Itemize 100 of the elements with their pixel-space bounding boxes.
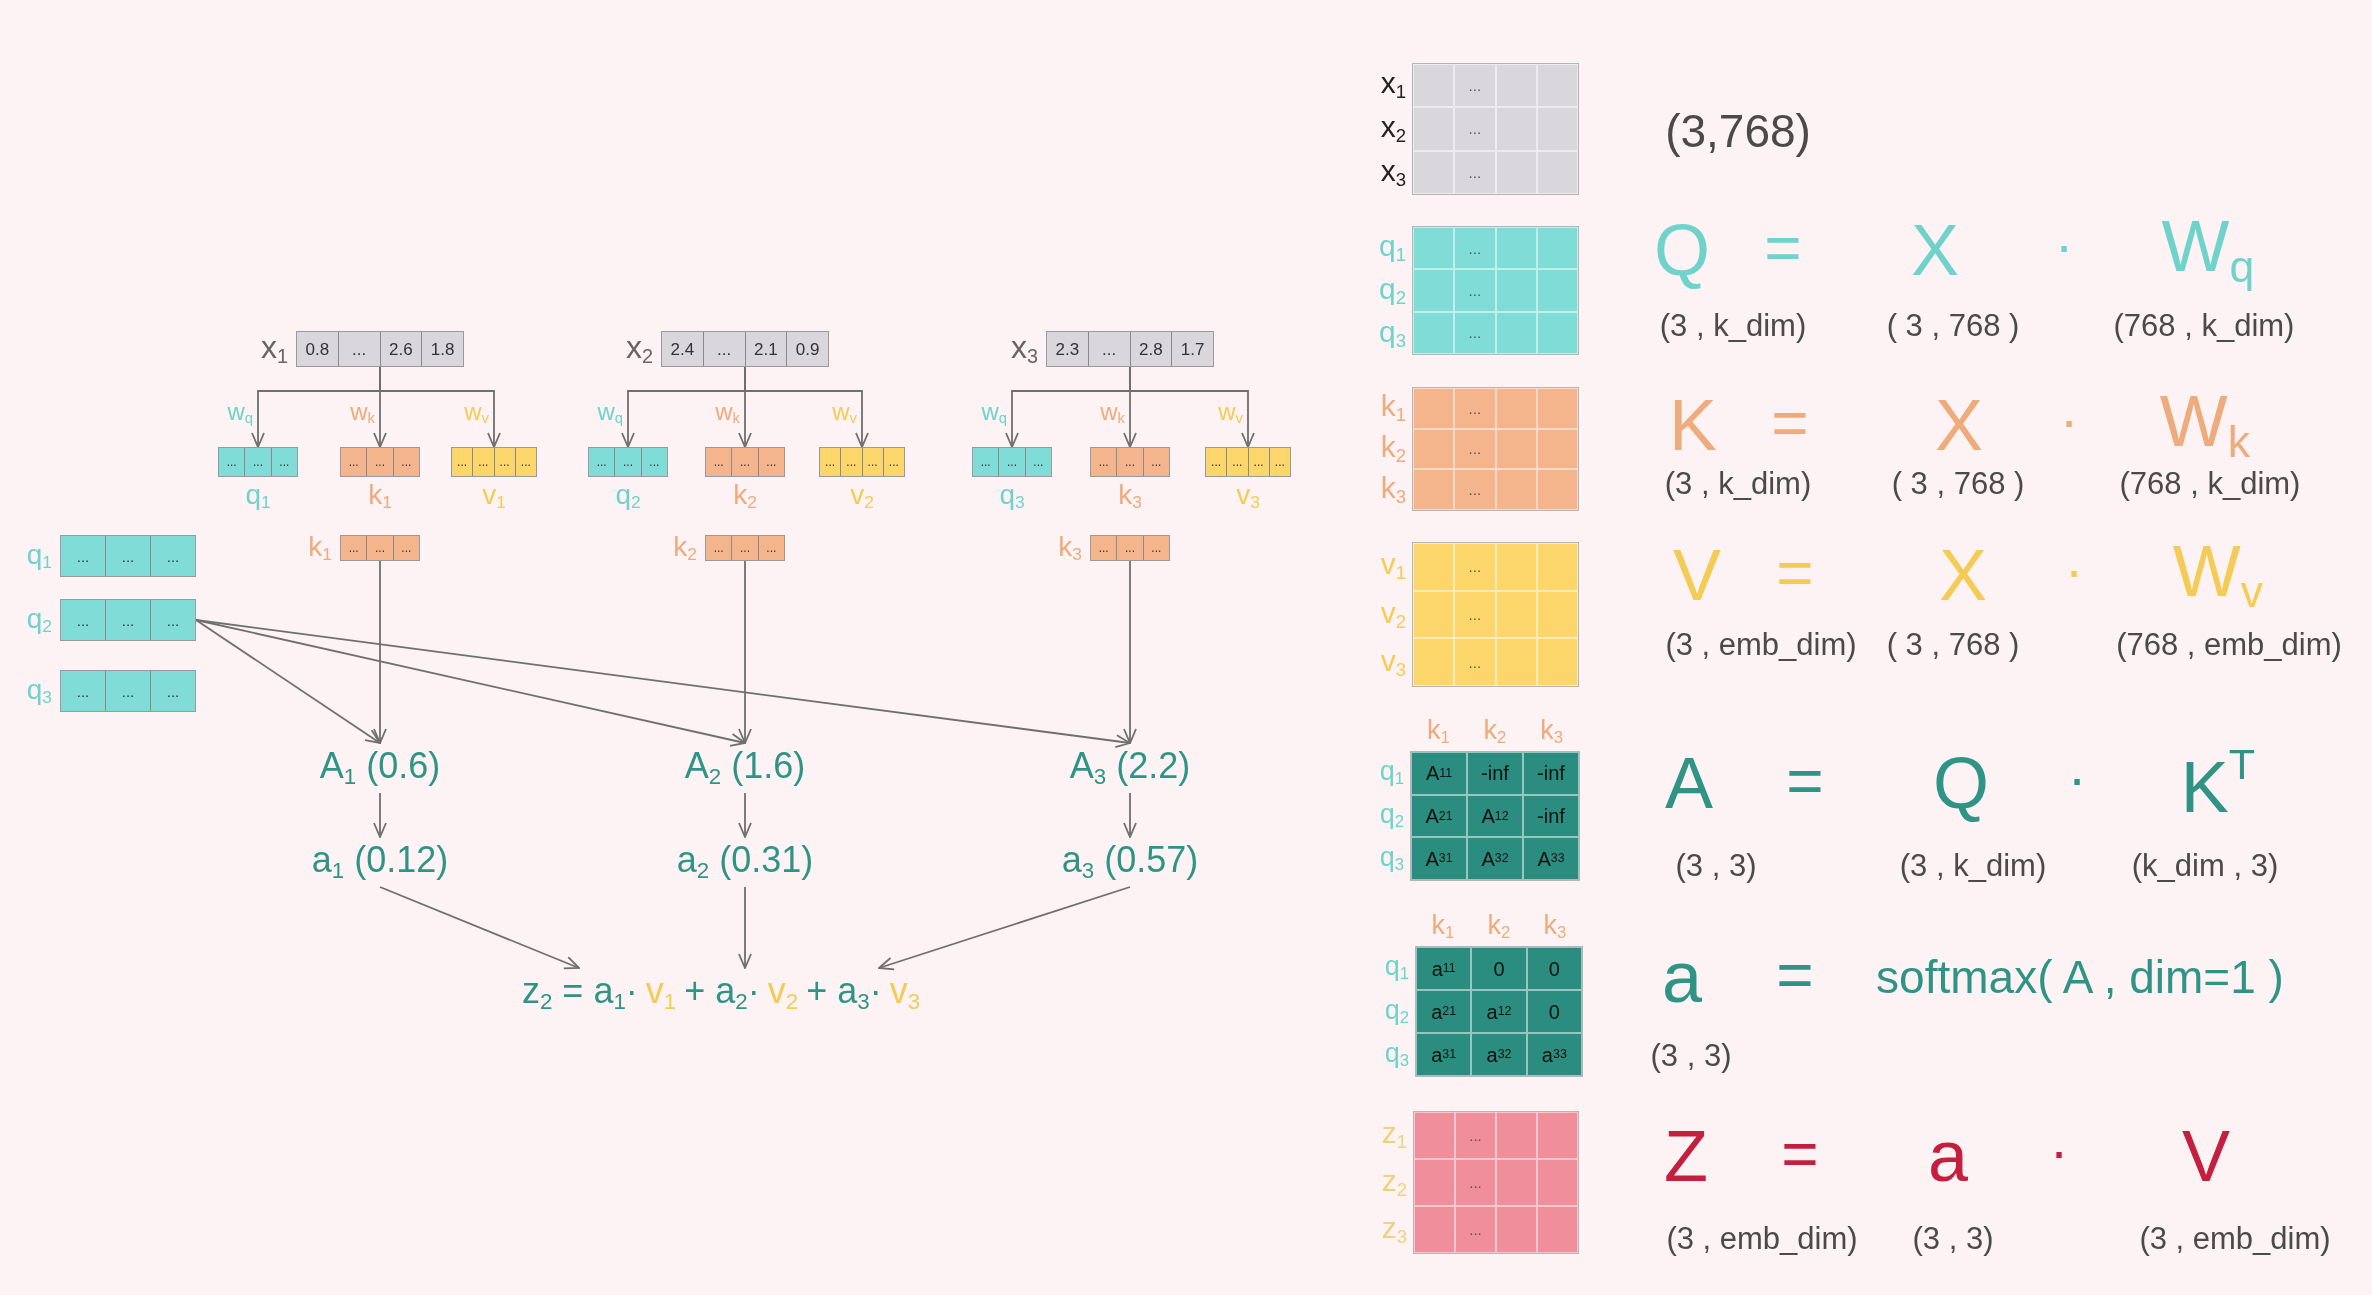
vector-box (218, 447, 298, 477)
vector-label: x$_{2}$ (625, 331, 653, 367)
score-text: a$_{1}$ (0.12) (311, 842, 449, 882)
vector-label: q$_{3}$ (26, 675, 52, 707)
cell-value: ... (401, 542, 412, 554)
cell-value: ... (478, 456, 489, 468)
cell-value: ... (76, 612, 90, 628)
dimension-label: (3 , k_dim) (1659, 309, 1807, 341)
matrix-cell: ... (1454, 469, 1496, 510)
dimension-label: (3 , emb_dim) (1665, 628, 1857, 660)
cell-value: ... (1211, 456, 1222, 468)
dot-operator: · (2054, 217, 2074, 273)
vector-box (296, 331, 464, 367)
matrix-symbol: K$^{T}$ (2180, 743, 2256, 823)
formula-term: + a$_{2}$· (684, 973, 760, 1013)
arrow (738, 560, 752, 744)
formula-term: v$_{2}$ (767, 973, 799, 1013)
vector-label: q$_{1}$ (245, 481, 271, 512)
cell-value: ... (121, 683, 135, 699)
cell-value: ... (76, 683, 90, 699)
matrix-symbol: Z (1664, 1120, 1708, 1192)
row-label: q$_{1}$ (1379, 757, 1404, 788)
arrow (738, 792, 752, 838)
equals-sign: = (1781, 1122, 1819, 1186)
arrow (373, 792, 387, 838)
cell-value: ... (623, 456, 633, 468)
cell-value: ... (596, 456, 607, 468)
matrix-cell: -inf (1467, 752, 1523, 795)
cell-value: 2.3 (1055, 340, 1080, 358)
matrix-cell: ... (1454, 107, 1496, 151)
row-label: q$_{1}$ (1384, 952, 1409, 983)
vector-label: k$_{1}$ (368, 481, 392, 512)
matrix-cell: ... (1455, 1206, 1496, 1253)
matrix-symbol: W$_{v}$ (2172, 535, 2264, 615)
vector-box (340, 447, 420, 477)
row-label: q$_{2}$ (1378, 273, 1406, 308)
row-label: z$_{2}$ (1381, 1165, 1407, 1200)
cell-value: 1.8 (430, 340, 455, 358)
matrix-symbol: K (1669, 389, 1717, 461)
equals-sign: = (1771, 391, 1809, 455)
row-label: v$_{1}$ (1380, 549, 1406, 583)
matrix-cell: ... (1454, 428, 1496, 470)
dimension-label: (768 , k_dim) (2113, 309, 2295, 341)
cell-value: ... (740, 542, 750, 554)
column-label: k$_{3}$ (1543, 912, 1567, 942)
score-text: A$_{1}$ (0.6) (319, 748, 441, 788)
vector-label: v$_{1}$ (482, 481, 506, 512)
arrow (195, 619, 381, 744)
dimension-label: ( 3 , 768 ) (1886, 628, 2020, 660)
matrix-symbol: a (1662, 941, 1702, 1013)
matrix-cell: ... (1454, 590, 1496, 639)
vector-label: x$_{3}$ (1010, 331, 1038, 367)
cell-value: ... (401, 456, 412, 468)
cell-value: ... (279, 456, 290, 468)
dot-operator: · (2064, 542, 2084, 598)
vector-box (1090, 535, 1170, 561)
matrix-cell: ... (1454, 227, 1496, 270)
dot-operator: · (2049, 1123, 2069, 1179)
row-label: v$_{2}$ (1380, 597, 1406, 632)
cell-value: ... (375, 456, 385, 468)
cell-value: ... (888, 456, 899, 468)
vector-box (705, 447, 785, 477)
cell-value: 0.9 (795, 340, 820, 358)
column-label: k$_{2}$ (1483, 717, 1507, 747)
dimension-label: ( 3 , 768 ) (1891, 467, 2025, 499)
vector-label: v$_{3}$ (1236, 481, 1260, 512)
cell-value: 2.4 (670, 340, 695, 358)
dimension-label: (k_dim , 3) (2131, 849, 2279, 881)
cell-value: ... (740, 456, 750, 468)
vector-label: k$_{3}$ (1058, 532, 1082, 564)
matrix-cell: ... (1454, 64, 1496, 108)
row-label: k$_{2}$ (1380, 432, 1406, 466)
dimension-label: (3 , emb_dim) (1666, 1222, 1858, 1254)
dimension-label: (3 , k_dim) (1664, 467, 1812, 499)
row-label: q$_{3}$ (1378, 316, 1406, 351)
matrix-symbol: X (1911, 214, 1959, 286)
vector-label: q$_{3}$ (999, 481, 1025, 512)
vector-box (60, 670, 196, 712)
cell-value: ... (717, 340, 732, 358)
cell-value: 2.8 (1139, 340, 1163, 358)
cell-value: ... (825, 456, 836, 468)
row-label: z$_{3}$ (1381, 1213, 1407, 1247)
row-label: q$_{3}$ (1384, 1040, 1409, 1071)
cell-value: ... (1253, 456, 1264, 468)
vector-box (588, 447, 668, 477)
matrix-cell: ... (1455, 1112, 1496, 1159)
vector-box (972, 447, 1052, 477)
vector-box (1205, 447, 1291, 477)
formula-term: v$_{3}$ (889, 973, 921, 1013)
cell-value: ... (253, 456, 263, 468)
vector-label: q$_{2}$ (26, 604, 52, 636)
vector-box (1090, 447, 1170, 477)
vector-label: q$_{1}$ (26, 540, 52, 572)
matrix-grid (1415, 946, 1583, 1077)
matrix-cell: 0 (1526, 990, 1582, 1033)
vector-label: k$_{1}$ (308, 532, 332, 564)
matrix-symbol: X (1935, 389, 1983, 461)
cell-value: ... (1151, 456, 1162, 468)
vector-box (1046, 331, 1214, 367)
cell-value: ... (1007, 456, 1017, 468)
